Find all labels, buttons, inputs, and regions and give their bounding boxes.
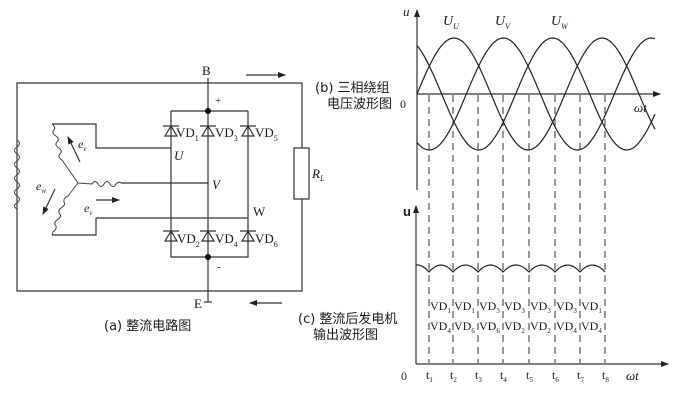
conducting-upper-2: VD1 <box>454 299 475 315</box>
wave-uv <box>416 37 656 151</box>
diode-label-vd2: VD2 <box>177 231 200 249</box>
bottom-x-axis-label: ωt <box>626 368 639 383</box>
conducting-lower-6: VD4 <box>556 319 577 335</box>
time-guide-lines <box>428 95 606 363</box>
wave-uw <box>416 37 656 151</box>
caption-b-line1: (b) 三相绕组 <box>315 81 390 96</box>
tick-label-t5: t5 <box>526 368 533 384</box>
caption-b-line2: 电压波形图 <box>327 97 392 112</box>
conducting-lower-1: VD4 <box>430 319 451 335</box>
tick-label-t1: t1 <box>426 368 433 384</box>
conducting-lower-4: VD2 <box>504 319 525 335</box>
series-label-uw: UW <box>551 14 569 31</box>
phase-u-label: U <box>174 148 185 163</box>
node-b-label: B <box>202 63 211 78</box>
tick-label-t2: t2 <box>450 368 457 384</box>
diode-label-vd1: VD1 <box>176 125 199 143</box>
diode-vd1 <box>163 124 179 137</box>
top-y-axis-label: u <box>403 4 410 19</box>
caption-c-line2: 输出波形图 <box>313 327 378 343</box>
resistor-label: RL <box>311 166 325 183</box>
conducting-lower-3: VD6 <box>479 319 500 335</box>
rectified-output-wave <box>415 264 606 273</box>
outer-loop-wire <box>16 82 303 292</box>
phase-w-wire <box>52 217 248 236</box>
tick-label-t6: t6 <box>552 368 559 384</box>
emf-label-v: ev <box>84 201 93 217</box>
caption-a: (a) 整流电路图 <box>104 318 191 334</box>
rectifier-circuit: RL B E + - VD1 VD3 VD5 <box>14 63 325 334</box>
tick-label-t4: t4 <box>500 368 507 384</box>
conducting-lower-7: VD4 <box>581 319 602 335</box>
stator-winding-star <box>51 123 122 236</box>
diode-vd6 <box>240 229 256 242</box>
caption-c-line1: (c) 整流后发电机 <box>298 311 397 327</box>
diode-label-vd6: VD6 <box>255 231 278 249</box>
tick-label-t8: t8 <box>602 368 609 384</box>
wave-uu <box>416 37 656 151</box>
bottom-y-axis-label: u <box>403 204 411 219</box>
conducting-lower-2: VD6 <box>454 319 475 335</box>
plus-label: + <box>215 95 221 107</box>
top-x-axis-label: ωt <box>634 100 647 115</box>
conducting-upper-6: VD3 <box>556 299 577 315</box>
diode-vd5 <box>240 124 256 137</box>
phase-v-label: V <box>212 177 222 192</box>
top-origin-label: 0 <box>400 97 406 111</box>
emf-arrow-w <box>42 188 56 215</box>
emf-arrow-u <box>67 136 81 163</box>
conducting-upper-5: VD3 <box>530 299 551 315</box>
node-e-label: E <box>194 296 202 311</box>
winding-u-coil <box>51 123 79 184</box>
diode-label-vd3: VD3 <box>215 125 238 143</box>
diode-label-vd5: VD5 <box>255 125 278 143</box>
load-resistor <box>293 147 310 200</box>
emf-label-u: ev <box>78 137 87 153</box>
conducting-lower-5: VD2 <box>530 319 551 335</box>
minus-label: - <box>217 261 221 273</box>
junction-bottom <box>205 254 211 260</box>
conducting-upper-3: VD3 <box>479 299 500 315</box>
diode-label-vd4: VD4 <box>215 231 238 249</box>
three-phase-voltage-chart: u ωt 0 UU UV UW (b) 三相绕组 电压波形图 <box>315 4 661 190</box>
series-label-uu: UU <box>443 14 460 31</box>
series-label-uv: UV <box>495 14 511 31</box>
tick-label-t3: t3 <box>475 368 482 384</box>
diode-vd3 <box>200 124 216 137</box>
junction-top <box>205 108 211 114</box>
conducting-upper-1: VD1 <box>430 299 451 315</box>
winding-w-coil <box>51 182 79 236</box>
diode-vd4 <box>200 229 216 242</box>
bottom-origin-label: 0 <box>401 369 407 383</box>
conducting-upper-4: VD3 <box>504 299 525 315</box>
phase-w-label: W <box>253 204 266 219</box>
winding-v-coil <box>77 181 122 187</box>
conducting-upper-7: VD1 <box>581 299 602 315</box>
emf-label-w: ew <box>36 179 46 195</box>
field-coil <box>14 139 20 210</box>
diode-vd2 <box>163 229 179 242</box>
phase-u-wire <box>52 123 171 149</box>
tick-label-t7: t7 <box>577 368 584 384</box>
